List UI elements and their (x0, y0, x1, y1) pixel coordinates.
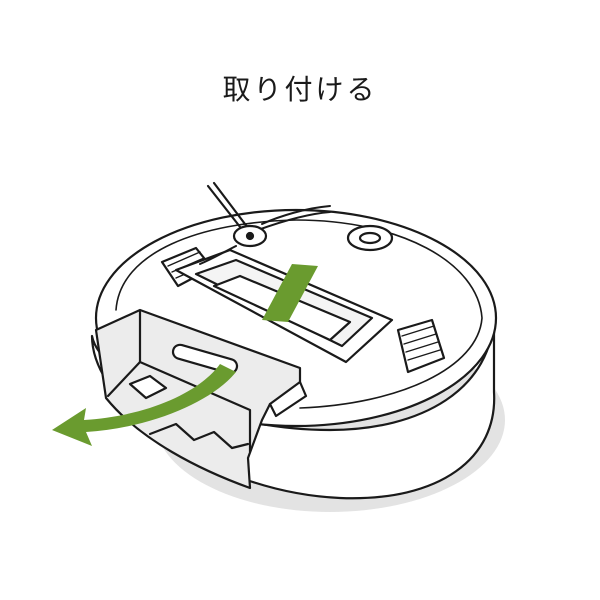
bay-cutout-teeth (148, 422, 250, 450)
right-wheel (396, 318, 446, 374)
bay-floor-edge (106, 360, 142, 398)
side-brush (199, 181, 331, 265)
bay-tab (268, 380, 308, 418)
brush-direction-arrow (262, 264, 318, 322)
bay-inner-wall (138, 310, 252, 454)
bay-cutout-block (128, 374, 168, 400)
removal-arrow (52, 364, 236, 446)
robot-top-rim (115, 219, 483, 409)
front-caster (346, 224, 394, 252)
page-title: 取り付ける (222, 73, 378, 106)
